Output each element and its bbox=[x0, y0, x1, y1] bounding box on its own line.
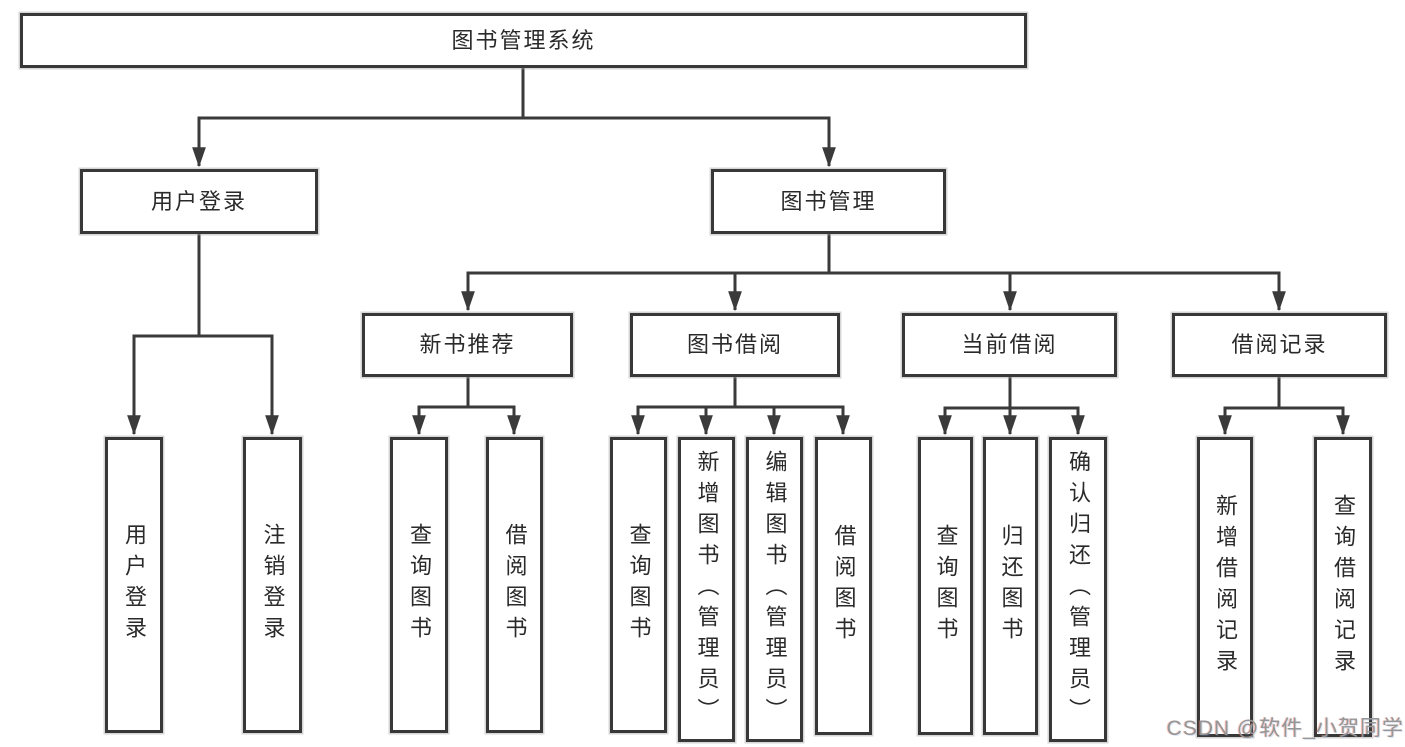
connector-newbook-borrow bbox=[466, 377, 521, 436]
connector-borrow-add bbox=[699, 377, 737, 436]
leaf-query-books-borrow: 查询图书 bbox=[610, 437, 667, 733]
connector-login-userlogin bbox=[127, 234, 201, 436]
leaf-borrow-books-borrow: 借阅图书 bbox=[815, 437, 872, 735]
leaf-query-books-newrec: 查询图书 bbox=[390, 437, 448, 733]
leaf-logout: 注销登录 bbox=[243, 437, 302, 733]
node-borrowing-records: 借阅记录 bbox=[1172, 313, 1387, 377]
connector-mgmt-record bbox=[827, 234, 1286, 312]
connector-current-query bbox=[938, 377, 1012, 436]
node-book-borrowing: 图书借阅 bbox=[630, 313, 840, 377]
node-user-login: 用户登录 bbox=[80, 169, 318, 234]
connector-newbook-query bbox=[412, 377, 470, 436]
node-new-book-recommendation: 新书推荐 bbox=[362, 313, 573, 377]
node-root-system: 图书管理系统 bbox=[20, 13, 1027, 68]
leaf-borrow-books-newrec: 借阅图书 bbox=[486, 437, 543, 733]
csdn-watermark: CSDN @软件_小贺同学 bbox=[1166, 717, 1404, 740]
leaf-edit-books-admin: 编辑图书（管理员） bbox=[746, 437, 803, 742]
connector-record-query bbox=[1277, 377, 1350, 436]
connector-root-book-mgmt bbox=[521, 68, 836, 168]
connector-root-user-login bbox=[192, 68, 525, 168]
connector-mgmt-borrow bbox=[728, 234, 831, 312]
leaf-user-login: 用户登录 bbox=[105, 437, 163, 733]
connector-login-logout bbox=[197, 234, 279, 436]
connector-record-add bbox=[1218, 377, 1281, 436]
leaf-query-books-current: 查询图书 bbox=[918, 437, 973, 735]
leaf-return-books: 归还图书 bbox=[983, 437, 1038, 735]
leaf-add-borrow-record: 新增借阅记录 bbox=[1197, 437, 1253, 737]
connector-borrow-borrow bbox=[733, 377, 850, 436]
node-current-borrowing: 当前借阅 bbox=[902, 313, 1117, 377]
connector-current-confirm bbox=[1008, 377, 1085, 436]
leaf-query-borrow-record: 查询借阅记录 bbox=[1314, 437, 1372, 737]
leaf-add-books-admin: 新增图书（管理员） bbox=[678, 437, 735, 742]
leaf-confirm-return-admin: 确认归还（管理员） bbox=[1049, 437, 1107, 742]
node-book-management: 图书管理 bbox=[711, 169, 946, 234]
